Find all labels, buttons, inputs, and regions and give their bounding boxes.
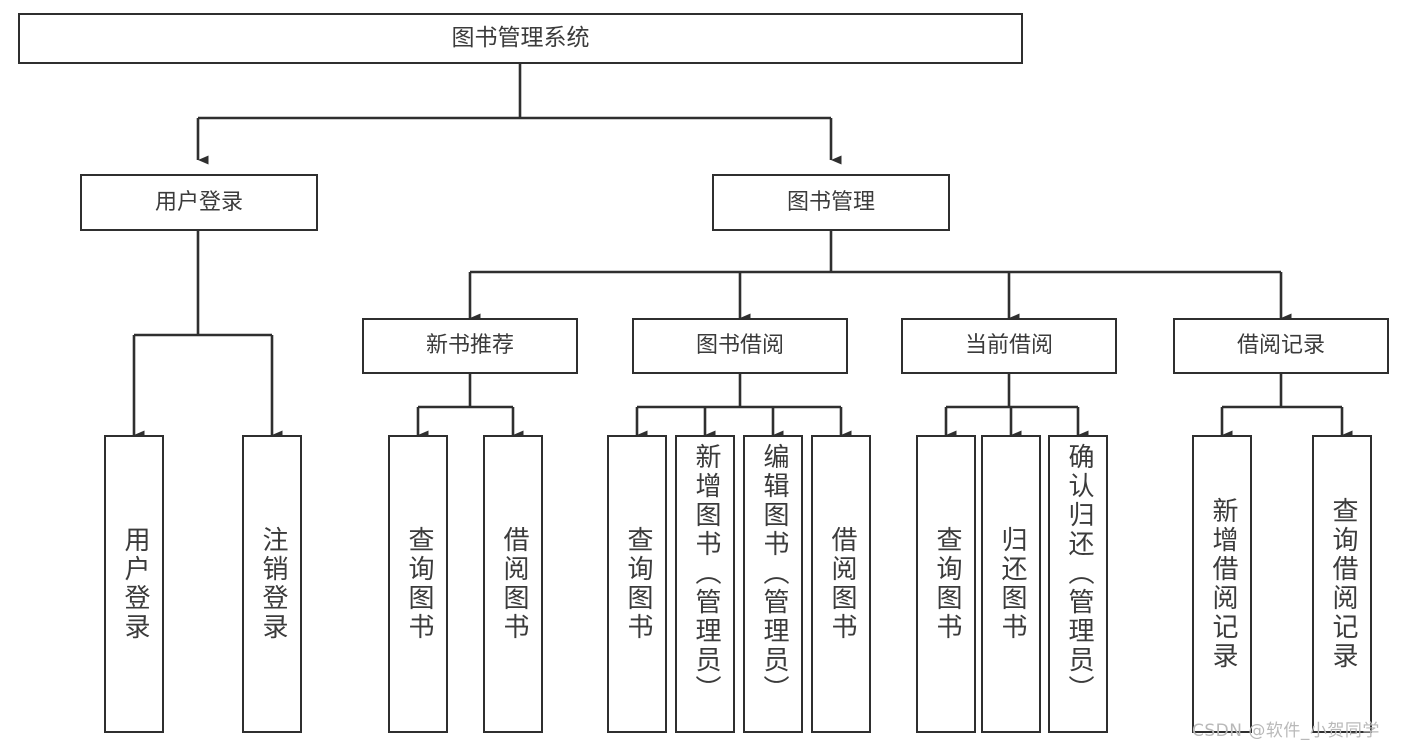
leaf-borrow-add-book[interactable]: 新增图书（管理员） (675, 435, 735, 733)
leaf-borrow-edit-book-label: 编辑图书（管理员） (758, 443, 789, 704)
leaf-record-add-label: 新增借阅记录 (1207, 497, 1238, 671)
node-book-management-label: 图书管理 (786, 189, 875, 215)
leaf-recommend-query-book[interactable]: 查询图书 (388, 435, 448, 733)
node-root[interactable]: 图书管理系统 (18, 13, 1023, 64)
node-root-label: 图书管理系统 (451, 25, 590, 52)
watermark: CSDN @软件_小贺同学 (1192, 721, 1380, 741)
node-book-management[interactable]: 图书管理 (712, 174, 950, 231)
leaf-current-return-book[interactable]: 归还图书 (981, 435, 1041, 733)
leaf-user-logout-label: 注销登录 (257, 526, 288, 642)
leaf-record-add[interactable]: 新增借阅记录 (1192, 435, 1252, 733)
leaf-recommend-borrow-book-label: 借阅图书 (498, 526, 529, 642)
leaf-current-query-book[interactable]: 查询图书 (916, 435, 976, 733)
leaf-record-query[interactable]: 查询借阅记录 (1312, 435, 1372, 733)
leaf-borrow-edit-book[interactable]: 编辑图书（管理员） (743, 435, 803, 733)
leaf-borrow-query-book-label: 查询图书 (622, 526, 653, 642)
leaf-user-logout[interactable]: 注销登录 (242, 435, 302, 733)
leaf-recommend-query-book-label: 查询图书 (403, 526, 434, 642)
node-new-book-recommend-label: 新书推荐 (425, 333, 514, 359)
node-new-book-recommend[interactable]: 新书推荐 (362, 318, 578, 374)
node-user-login-label: 用户登录 (154, 189, 243, 215)
leaf-user-login-label: 用户登录 (119, 526, 150, 642)
leaf-borrow-borrow-book-label: 借阅图书 (826, 526, 857, 642)
leaf-current-confirm-return-label: 确认归还（管理员） (1063, 443, 1094, 704)
leaf-record-query-label: 查询借阅记录 (1327, 497, 1358, 671)
leaf-borrow-add-book-label: 新增图书（管理员） (690, 443, 721, 704)
node-book-borrow-label: 图书借阅 (695, 333, 784, 359)
node-current-borrow-label: 当前借阅 (964, 333, 1053, 359)
node-user-login[interactable]: 用户登录 (80, 174, 318, 231)
leaf-current-return-book-label: 归还图书 (996, 526, 1027, 642)
node-book-borrow[interactable]: 图书借阅 (632, 318, 848, 374)
node-borrow-record-label: 借阅记录 (1236, 333, 1325, 359)
leaf-current-query-book-label: 查询图书 (931, 526, 962, 642)
leaf-current-confirm-return[interactable]: 确认归还（管理员） (1048, 435, 1108, 733)
leaf-borrow-query-book[interactable]: 查询图书 (607, 435, 667, 733)
node-borrow-record[interactable]: 借阅记录 (1173, 318, 1389, 374)
leaf-borrow-borrow-book[interactable]: 借阅图书 (811, 435, 871, 733)
leaf-user-login[interactable]: 用户登录 (104, 435, 164, 733)
node-current-borrow[interactable]: 当前借阅 (901, 318, 1117, 374)
leaf-recommend-borrow-book[interactable]: 借阅图书 (483, 435, 543, 733)
